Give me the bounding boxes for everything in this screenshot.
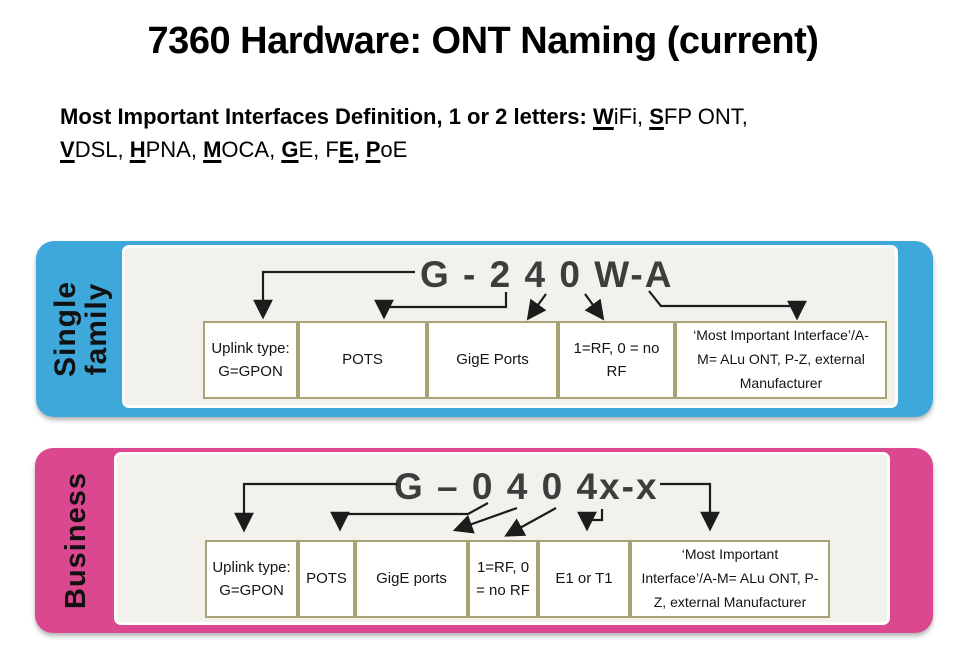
box-pots-business: POTS xyxy=(298,540,355,618)
box-uplink-type-business: Uplink type: G=GPON xyxy=(205,540,298,618)
box-uplink-type-single: Uplink type: G=GPON xyxy=(203,321,298,399)
box-rf-single: 1=RF, 0 = no RF xyxy=(558,321,675,399)
box-most-important-business: ‘Most Important Interface’/A-M= ALu ONT,… xyxy=(630,540,830,618)
page-title: 7360 Hardware: ONT Naming (current) xyxy=(147,20,819,62)
box-rf-business: 1=RF, 0 = no RF xyxy=(468,540,538,618)
box-gige-business: GigE ports xyxy=(355,540,468,618)
box-gige-single: GigE Ports xyxy=(427,321,558,399)
ont-code-single-family: G - 2 4 0 W-A xyxy=(420,254,674,295)
box-most-important-single: ‘Most Important Interface’/A- M= ALu ONT… xyxy=(675,321,887,399)
box-pots-single: POTS xyxy=(298,321,427,399)
ont-code-business: G – 0 4 0 4x-x xyxy=(394,466,659,507)
band-business-label: Business xyxy=(59,472,92,609)
subtitle-line-1: Most Important Interfaces Definition, 1 … xyxy=(60,104,748,129)
band-single-family-label: Single family xyxy=(48,280,113,378)
box-e1-t1-business: E1 or T1 xyxy=(538,540,630,618)
subtitle: Most Important Interfaces Definition, 1 … xyxy=(60,100,940,166)
subtitle-line-2: VDSL, HPNA, MOCA, GE, FE, PoE xyxy=(60,137,408,162)
